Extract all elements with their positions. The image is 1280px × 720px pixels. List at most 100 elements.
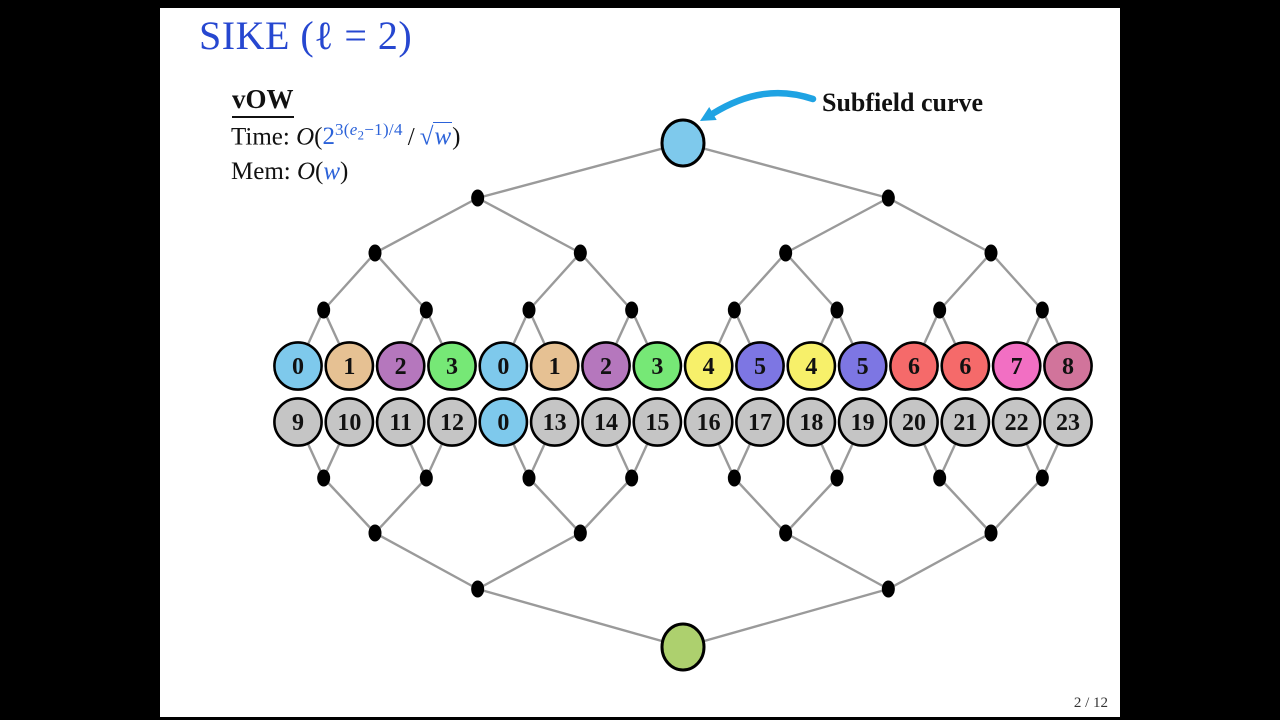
tree-edge <box>682 587 889 649</box>
tree-edge <box>579 477 633 534</box>
internal-node-dot <box>1035 301 1049 319</box>
row1-node-label: 6 <box>908 354 920 380</box>
tree-edge <box>477 141 684 200</box>
internal-node-dot <box>471 189 485 207</box>
tree-edge <box>682 141 889 200</box>
tree-edge <box>784 477 838 534</box>
time-label: Time: <box>231 123 290 151</box>
row1-node-label: 4 <box>703 354 715 380</box>
row2-node <box>837 397 888 447</box>
internal-node-dot <box>522 301 536 319</box>
row2-node-label: 17 <box>748 410 772 436</box>
internal-node-dot <box>881 189 895 207</box>
annotation-arrowhead <box>700 107 717 121</box>
tree-edge <box>784 252 838 311</box>
bottom-root-node <box>660 622 706 672</box>
tree-edge <box>733 252 787 311</box>
row1-node <box>735 341 785 391</box>
internal-node-dot <box>573 244 587 262</box>
tree-edge <box>528 252 582 311</box>
internal-node-dot <box>881 580 895 598</box>
internal-node-dot <box>1035 469 1049 487</box>
internal-node-dot <box>419 469 433 487</box>
internal-node-dot <box>984 524 998 542</box>
tree-edge <box>733 477 787 534</box>
internal-node-dot <box>317 469 331 487</box>
internal-node-dot <box>779 524 793 542</box>
row1-node <box>683 341 734 391</box>
row1-node-label: 0 <box>497 354 509 380</box>
tree-edge <box>990 252 1044 311</box>
internal-node-dot <box>830 301 844 319</box>
row1-node-label: 6 <box>959 354 971 380</box>
internal-node-dot <box>933 469 947 487</box>
tree-edge <box>477 587 684 649</box>
row1-node-label: 3 <box>651 354 663 380</box>
row2-node-label: 21 <box>953 410 977 436</box>
row2-node-label: 13 <box>543 410 567 436</box>
internal-node-dot <box>368 244 382 262</box>
row1-node <box>889 341 939 391</box>
row2-node <box>632 397 683 447</box>
internal-node-dot <box>573 524 587 542</box>
tree-edge <box>785 196 889 255</box>
row2-node <box>375 397 426 447</box>
internal-node-dot <box>317 301 331 319</box>
row2-node <box>1043 397 1093 447</box>
row1-node <box>940 341 991 391</box>
tree-edge <box>887 531 992 591</box>
internal-node-dot <box>727 469 741 487</box>
row1-node-label: 8 <box>1062 354 1074 380</box>
row1-node-label: 4 <box>805 354 817 380</box>
row1-node-label: 5 <box>857 354 869 380</box>
vow-time-formula: Time: O(23(e2−1)/4 / √w) <box>231 120 461 151</box>
tree-edge <box>785 531 889 591</box>
vow-heading: vOW <box>232 84 294 118</box>
internal-node-dot <box>368 524 382 542</box>
internal-node-dot <box>727 301 741 319</box>
row1-node-label: 5 <box>754 354 766 380</box>
internal-node-dot <box>625 301 639 319</box>
page-number: 2 / 12 <box>1073 695 1108 711</box>
subfield-curve-label: Subfield curve <box>822 88 984 117</box>
row2-node <box>478 397 529 447</box>
row2-node-label: 23 <box>1056 410 1080 436</box>
row1-node <box>1043 341 1093 391</box>
row2-node-label: 15 <box>645 410 669 436</box>
annotation-arrow-tail <box>709 89 817 117</box>
row1-node <box>324 341 375 391</box>
internal-node-dot <box>779 244 793 262</box>
row2-node-label: 16 <box>697 410 721 436</box>
row2-node-label: 18 <box>799 410 823 436</box>
subfield-curve-node <box>660 118 706 168</box>
row2-node-label: 9 <box>292 410 304 436</box>
row1-node <box>529 341 580 391</box>
row1-node <box>427 341 477 391</box>
tree-edge <box>528 477 582 534</box>
internal-node-dot <box>830 469 844 487</box>
row2-node-label: 11 <box>389 410 412 436</box>
tree-edge <box>938 477 992 534</box>
mem-label: Mem: <box>231 158 291 185</box>
row2-node <box>940 397 991 447</box>
tree-edge <box>477 196 581 255</box>
tree-edge <box>477 531 581 591</box>
tree-edge <box>990 477 1044 534</box>
tree-edge <box>938 252 992 311</box>
row1-node <box>273 341 323 391</box>
row1-node-label: 7 <box>1011 354 1023 380</box>
tree-edge <box>374 252 428 311</box>
row2-node-label: 14 <box>594 410 618 436</box>
row2-node <box>324 397 375 447</box>
row2-node-label: 10 <box>337 410 361 436</box>
row1-node <box>991 341 1042 391</box>
row2-node <box>735 397 785 447</box>
tree-edge <box>374 477 428 534</box>
tree-edge <box>374 531 479 591</box>
row1-node <box>581 341 631 391</box>
tree-edge <box>322 477 376 534</box>
internal-node-dot <box>984 244 998 262</box>
row2-node <box>786 397 837 447</box>
